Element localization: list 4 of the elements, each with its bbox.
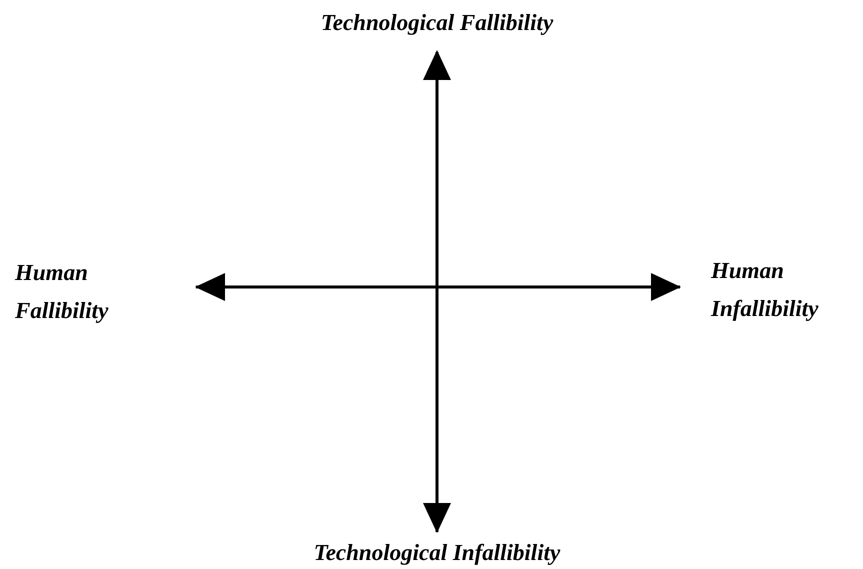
- axis-label: Human Infallibility: [711, 258, 818, 321]
- axis-label: Technological Infallibility: [314, 540, 560, 565]
- axis-label: Human Fallibility: [15, 260, 108, 323]
- axis-label: Technological Fallibility: [320, 10, 554, 35]
